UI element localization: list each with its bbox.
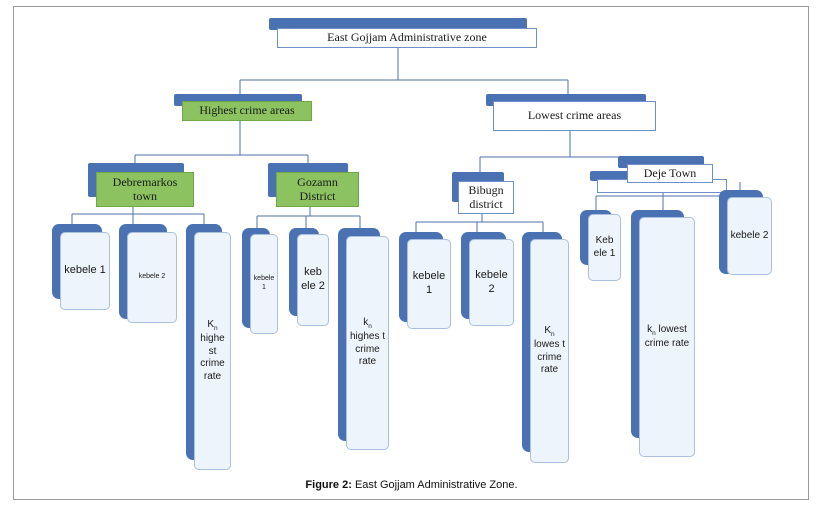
debremarkos-kebele-2-label: kebele 2 [127, 232, 177, 323]
root-tab [269, 18, 527, 30]
gozamn-kn-label: highes t crime rate [349, 331, 386, 368]
debremarkos-kebele-n-text: Kn highe st crime rate [194, 232, 231, 470]
caption-label: Figure 2: [305, 479, 352, 491]
lowest-label: Lowest crime areas [493, 101, 656, 131]
gozamn-label: Gozamn District [276, 172, 359, 207]
debremarkos-kn-symbol: Kn [207, 318, 218, 332]
bibugn-kebele-1-label: kebele 1 [407, 239, 451, 329]
debremarkos-label: Debremarkos town [96, 172, 194, 207]
debremarkos-kebele-1-label: kebele 1 [60, 232, 110, 310]
deje-kn-line: kn lowest crime rate [644, 323, 690, 349]
bibugn-label: Bibugn district [458, 181, 514, 214]
debremarkos-kn-label: highe st crime rate [200, 333, 225, 382]
highest-label: Highest crime areas [182, 101, 312, 121]
gozamn-kebele-2-label: keb ele 2 [297, 234, 329, 326]
deje-kebele-1-label: Keb ele 1 [588, 214, 621, 281]
bibugn-kebele-2-label: kebele 2 [469, 239, 514, 326]
gozamn-kebele-1-label: kebele 1 [250, 234, 278, 334]
root-label: East Gojjam Administrative zone [277, 28, 537, 48]
deje-kebele-n-text: kn lowest crime rate [639, 217, 695, 457]
gozamn-kn-symbol: kn [363, 317, 372, 331]
bibugn-kn-symbol: Kn [544, 325, 555, 339]
caption-text: East Gojjam Administrative Zone. [354, 479, 518, 491]
bibugn-kebele-n-text: Kn lowes t crime rate [530, 239, 569, 463]
gozamn-kebele-n-text: kn highes t crime rate [346, 236, 389, 450]
figure-frame [13, 6, 809, 500]
bibugn-kn-label: lowes t crime rate [533, 339, 566, 376]
deje-label: Deje Town [627, 164, 713, 183]
deje-kebele-2-label: kebele 2 [727, 197, 772, 275]
figure-caption: Figure 2: East Gojjam Administrative Zon… [0, 479, 823, 491]
